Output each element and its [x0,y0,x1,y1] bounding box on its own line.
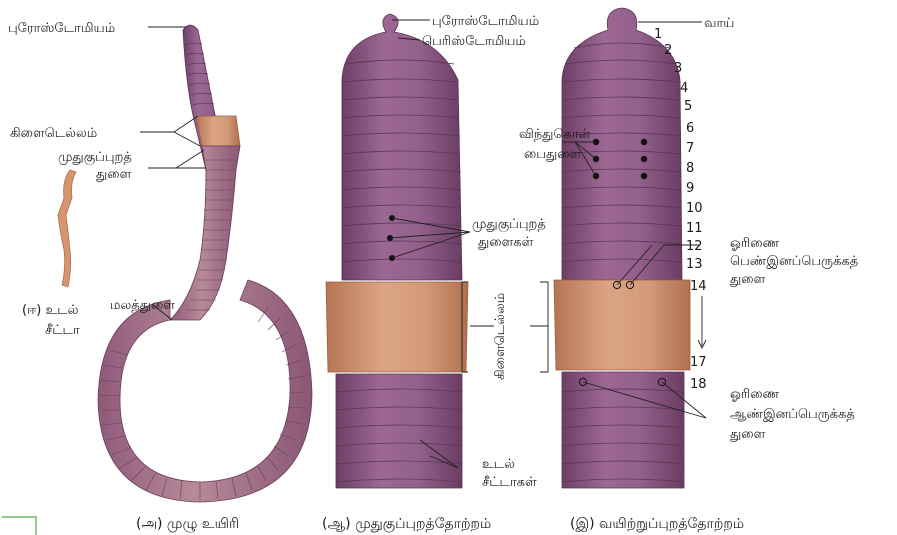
segment-number: 2 [664,43,672,58]
worm-a-body [170,146,240,320]
panel-b-dorsal-view: புரோஸ்டோமியம் பெரிஸ்டோமியம் முதுகுப்புறத… [322,14,548,533]
worm-c-clitellum [554,280,690,370]
label-c-male-pore-2: ஆண்இனப்பெருக்கத் [730,407,855,422]
label-c-male-pore-1: ஓரிணை [730,387,780,402]
segment-number: 7 [686,141,694,156]
label-b-peristomium: பெரிஸ்டோமியம் [422,34,526,49]
segment-number: 12 [686,239,703,254]
caption-c: (இ) வயிற்றுப்புறத்தோற்றம் [570,516,744,532]
segment-number: 6 [686,121,694,136]
label-c-female-pore-3: துளை [730,272,766,287]
label-a-anus: மலத்துளை [110,298,175,313]
segment-number: 11 [686,221,703,236]
label-b-clitellum: கிளைடெல்லம் [493,293,508,380]
segment-number: 3 [674,61,682,76]
segment-number: 14 [690,279,707,294]
segment-number: 5 [684,99,692,114]
panel-c-ventral-view: வாய் விந்துகொள் பைதுளை ஓரிணை பெண்இனப்பெர… [519,8,858,532]
label-c-male-pore-3: துளை [730,427,766,442]
page-decoration [2,517,36,535]
segment-number: 8 [686,161,694,176]
segment-number: 17 [690,355,707,370]
panel-a-whole-worm: புரோஸ்டோமியம் கிளைடெல்லம் முதுகுப்புறத் … [8,21,312,533]
seta-sketch [58,170,76,287]
segment-number: 13 [686,257,703,272]
spermathecal-pore-dot [641,173,647,179]
segment-number: 1 [654,27,662,42]
worm-b-clitellum [326,282,468,372]
worm-b-body [342,14,462,280]
caption-a: (அ) முழு உயிரி [136,516,239,533]
label-b-dorsal-pores-1: முதுகுப்புறத் [472,217,546,232]
label-b-setae-2: சீட்டாகள் [482,475,537,490]
worm-a-clitellum [196,116,240,146]
spermathecal-pore-dot [641,156,647,162]
label-a-dorsal-pore-1: முதுகுப்புறத் [58,150,132,165]
segment-number: 18 [690,377,707,392]
segment-number: 9 [686,181,694,196]
label-e-1: (ஈ) உடல் [22,303,79,318]
label-b-setae-1: உடல் [482,457,515,472]
label-e-2: சீட்டா [45,323,80,338]
caption-b: (ஆ) முதுகுப்புறத்தோற்றம் [322,516,491,533]
label-c-spermathecal-1: விந்துகொள் [519,127,591,142]
label-c-female-pore-2: பெண்இனப்பெருக்கத் [730,254,858,269]
segment-number: 4 [680,81,688,96]
spermathecal-pore-dot [641,139,647,145]
label-a-clitellum: கிளைடெல்லம் [10,126,97,141]
label-a-dorsal-pore-2: துளை [96,167,132,182]
label-b-dorsal-pores-2: துளைகள் [478,235,534,250]
label-c-female-pore-1: ஓரிணை [730,236,780,251]
segment-number: 10 [686,201,703,216]
worm-b-posterior [336,374,462,488]
label-c-mouth: வாய் [704,16,734,31]
label-b-prostomium: புரோஸ்டோமியம் [432,14,539,29]
panel-e-seta: (ஈ) உடல் சீட்டா [22,170,80,338]
corner-frame [2,517,36,535]
label-a-prostomium: புரோஸ்டோமியம் [8,21,115,36]
label-c-spermathecal-2: பைதுளை [524,147,582,162]
